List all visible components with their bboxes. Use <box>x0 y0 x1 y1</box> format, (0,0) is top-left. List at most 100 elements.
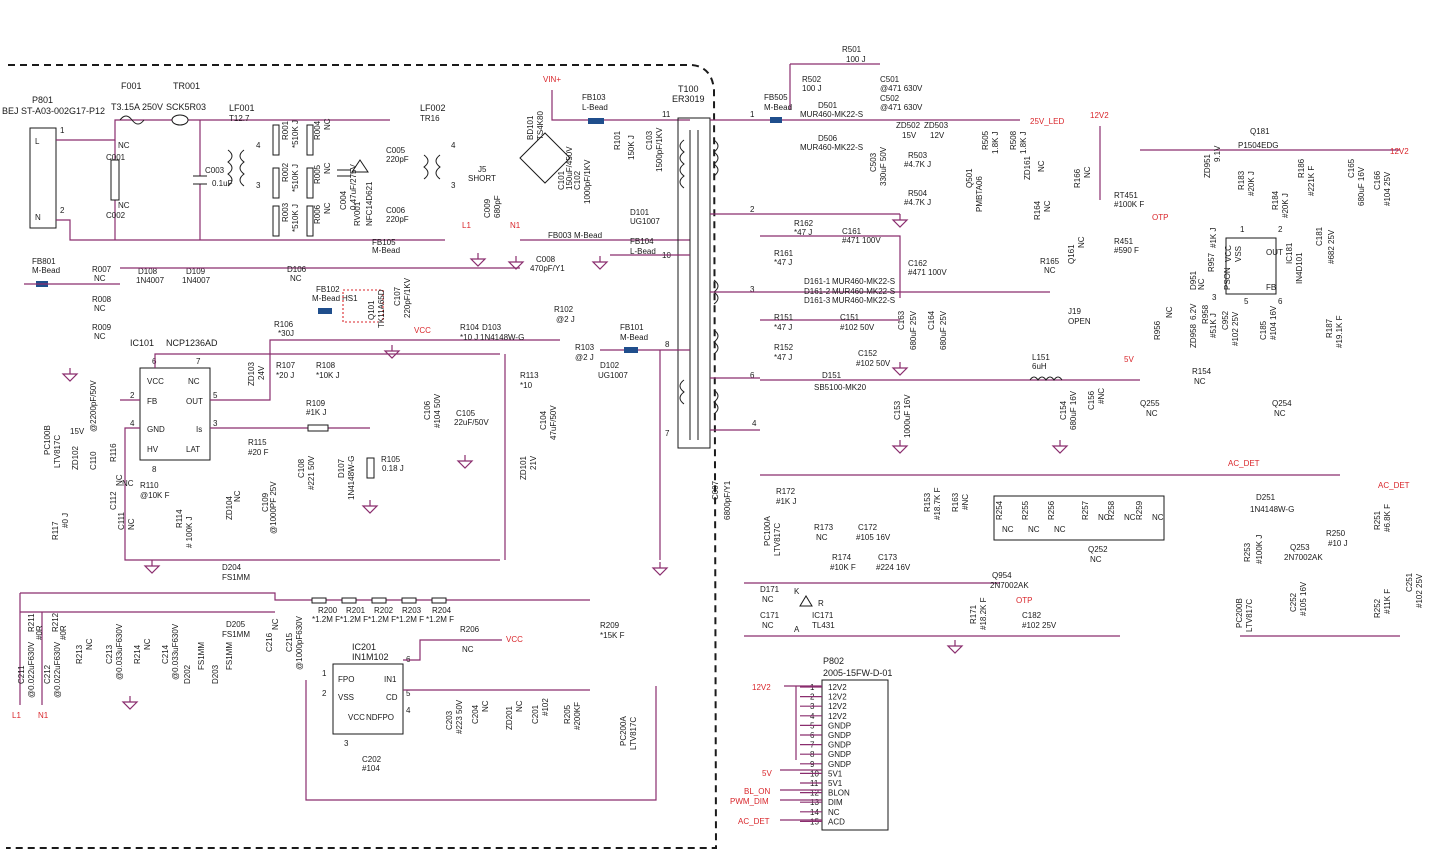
component-label: VCC <box>348 713 365 722</box>
component-label: 12V2 <box>752 683 771 692</box>
component-label: J19 <box>1068 307 1081 316</box>
component-label: L1 <box>462 221 471 230</box>
component-label: NC <box>94 274 106 283</box>
component-label: R108 <box>316 361 336 370</box>
component-label: C173 <box>878 553 898 562</box>
component-label: C201 <box>531 704 540 724</box>
component-label: P802 <box>823 656 844 666</box>
component-label: 2 <box>322 689 327 698</box>
component-label: D102 <box>600 361 620 370</box>
component-label: *47 J <box>774 353 792 362</box>
component-label: 21V <box>529 455 538 470</box>
component-label: 150uF/450V <box>565 146 574 190</box>
component-label: OPEN <box>1068 317 1091 326</box>
component-label: Q181 <box>1250 127 1270 136</box>
component-label: IC181 <box>1285 242 1294 264</box>
component-label: NC <box>323 118 332 130</box>
component-label: NC <box>290 274 302 283</box>
component-label: R252 <box>1373 598 1382 618</box>
component-label: *510K J <box>291 120 300 148</box>
component-label: #19.1K F <box>1335 315 1344 348</box>
component-label: #100K F <box>1114 200 1144 209</box>
component-label: Q161 <box>1067 244 1076 264</box>
component-label: C102 <box>573 170 582 190</box>
component-label: NC <box>1194 377 1206 386</box>
component-label: 150K J <box>627 135 636 160</box>
component-label: R164 <box>1033 200 1042 220</box>
component-label: R163 <box>951 492 960 512</box>
component-label: LTV817C <box>1245 599 1254 632</box>
varistor-rv001: RV001 NFC14D621 <box>351 159 374 226</box>
component-label: R251 <box>1373 510 1382 530</box>
component-label: NCP1236AD <box>166 338 218 348</box>
component-label: M-Bead <box>312 294 340 303</box>
component-label: @10K F <box>140 491 170 500</box>
component-label: #102 <box>541 698 550 716</box>
component-label: C005 <box>386 146 406 155</box>
component-label: P801 <box>32 95 53 105</box>
component-label: R186 <box>1297 158 1306 178</box>
component-label: OTP <box>1152 213 1168 222</box>
component-label: VIN+ <box>543 75 561 84</box>
component-label: R254 <box>995 500 1004 520</box>
component-label: #104 50V <box>433 393 442 428</box>
component-label: D204 <box>222 563 242 572</box>
component-label: C215 <box>285 632 294 652</box>
component-label: K <box>794 587 800 596</box>
component-label: FPO <box>338 675 354 684</box>
component-label: RV001 <box>353 201 362 226</box>
component-label: NC <box>323 162 332 174</box>
component-label: 1.8K J <box>1019 131 1028 154</box>
component-label: D203 <box>211 664 220 684</box>
component-label: M-Bead <box>32 266 60 275</box>
component-label: C952 <box>1221 310 1230 330</box>
component-label: #471 100V <box>908 268 947 277</box>
component-label: R958 <box>1201 304 1210 324</box>
thermistor-tr001: TR001 SCK5R03 <box>166 81 206 126</box>
component-label: 4 <box>130 419 135 428</box>
component-label: L <box>35 137 40 146</box>
component-label: 3 <box>750 285 755 294</box>
component-label: C213 <box>105 644 114 664</box>
component-label: VCC <box>414 326 431 335</box>
component-label: 2 <box>130 391 135 400</box>
component-label: OTP <box>1016 596 1032 605</box>
component-label: IN1M102 <box>352 652 389 662</box>
component-label: 0.18 J <box>382 464 404 473</box>
p802-pin-label: 5V1 <box>828 779 843 788</box>
common-mode-choke-lf002: LF002 TR16 43 <box>420 103 456 190</box>
component-label: 2 <box>1278 225 1283 234</box>
component-label: MUR460-MK22-S <box>800 143 863 152</box>
component-label: LTV817C <box>773 523 782 556</box>
component-label: #1K J <box>1209 228 1218 248</box>
component-label: *20 J <box>276 371 294 380</box>
component-label: 6.2V <box>1189 303 1198 320</box>
component-label: IC171 <box>812 611 834 620</box>
component-label: R253 <box>1243 542 1252 562</box>
component-label: C165 <box>1347 158 1356 178</box>
component-label: NC <box>85 638 94 650</box>
component-label: D205 <box>226 620 246 629</box>
component-label: R115 <box>248 438 267 447</box>
component-label: @0.022uF630V <box>53 641 62 698</box>
component-label: 2005-15FW-D-01 <box>823 668 892 678</box>
component-label: FB101 <box>620 323 644 332</box>
component-label: R005 <box>313 164 322 184</box>
component-label: NC <box>462 645 474 654</box>
component-label: NC <box>233 490 242 502</box>
shunt-regulator-ic171: K A R IC171 TL431 <box>794 587 835 634</box>
component-label: N1 <box>510 221 521 230</box>
component-label: 330uF 50V <box>879 146 888 186</box>
component-label: C202 <box>362 755 382 764</box>
component-label: 3 <box>451 181 456 190</box>
component-label: 680pF <box>493 195 502 218</box>
component-label: HS1 <box>342 294 358 303</box>
component-label: NFC14D621 <box>365 181 374 226</box>
component-label: VSS <box>338 693 354 702</box>
component-label: #223 50V <box>455 699 464 734</box>
component-label: R212 <box>51 612 60 632</box>
component-label: VCC <box>147 377 164 386</box>
common-mode-choke-lf001: LF001 T12.7 43 <box>227 103 261 190</box>
component-label: L151 <box>1032 353 1050 362</box>
component-label: FS1MM <box>225 642 234 670</box>
